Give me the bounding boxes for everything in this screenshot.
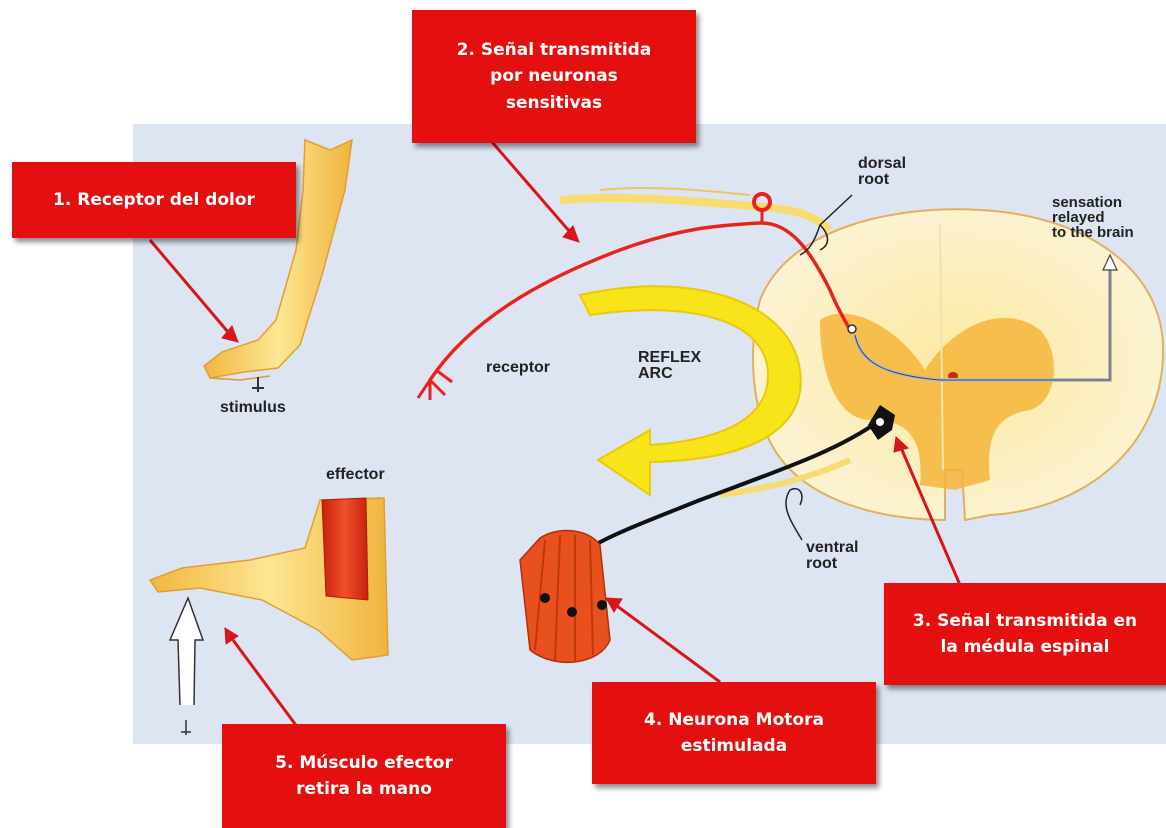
label-stimulus: stimulus	[220, 400, 286, 416]
stimulus-pin-icon	[252, 377, 264, 392]
label-dorsal-line-1: dorsal	[858, 156, 906, 172]
callout-motor-line-1: 4. Neurona Motora	[644, 707, 824, 733]
label-ventral-line-2: root	[806, 556, 858, 572]
label-sensation-line-2: relayed	[1052, 210, 1134, 225]
label-dorsal-root: dorsal root	[858, 156, 906, 188]
callout-sensory-line-2: por neuronas	[457, 63, 652, 89]
label-ventral-root: ventral root	[806, 540, 858, 572]
label-reflex-arc: REFLEX ARC	[638, 350, 701, 382]
callout-effector-muscle: 5. Músculo efector retira la mano	[222, 724, 506, 828]
muscle-bundle	[520, 531, 610, 663]
label-effector: effector	[326, 467, 385, 483]
callout-pain-receptor-text: 1. Receptor del dolor	[53, 187, 255, 213]
callout-spinal-cord: 3. Señal transmitida en la médula espina…	[884, 583, 1166, 685]
label-reflex-line-1: REFLEX	[638, 350, 701, 366]
callout-spinal-line-2: la médula espinal	[913, 634, 1137, 660]
callout-effector-line-2: retira la mano	[275, 776, 453, 802]
label-sensation-line-1: sensation	[1052, 195, 1134, 210]
callout-sensory-line-3: sensitivas	[457, 90, 652, 116]
callout-effector-line-1: 5. Músculo efector	[275, 750, 453, 776]
label-sensation: sensation relayed to the brain	[1052, 195, 1134, 240]
label-reflex-line-2: ARC	[638, 366, 701, 382]
reflex-arc-arrow	[580, 286, 801, 495]
callout-motor-neuron: 4. Neurona Motora estimulada	[592, 682, 876, 784]
callout-spinal-line-1: 3. Señal transmitida en	[913, 608, 1137, 634]
callout-motor-line-2: estimulada	[644, 733, 824, 759]
biceps-muscle	[322, 498, 368, 600]
label-ventral-line-1: ventral	[806, 540, 858, 556]
callout-sensory-line-1: 2. Señal transmitida	[457, 37, 652, 63]
label-receptor: receptor	[486, 360, 550, 376]
label-sensation-line-3: to the brain	[1052, 225, 1134, 240]
callout-pain-receptor: 1. Receptor del dolor	[12, 162, 296, 238]
withdrawal-arrow-icon	[170, 598, 203, 705]
label-dorsal-line-2: root	[858, 172, 906, 188]
callout-sensory-neurons: 2. Señal transmitida por neuronas sensit…	[412, 10, 696, 143]
